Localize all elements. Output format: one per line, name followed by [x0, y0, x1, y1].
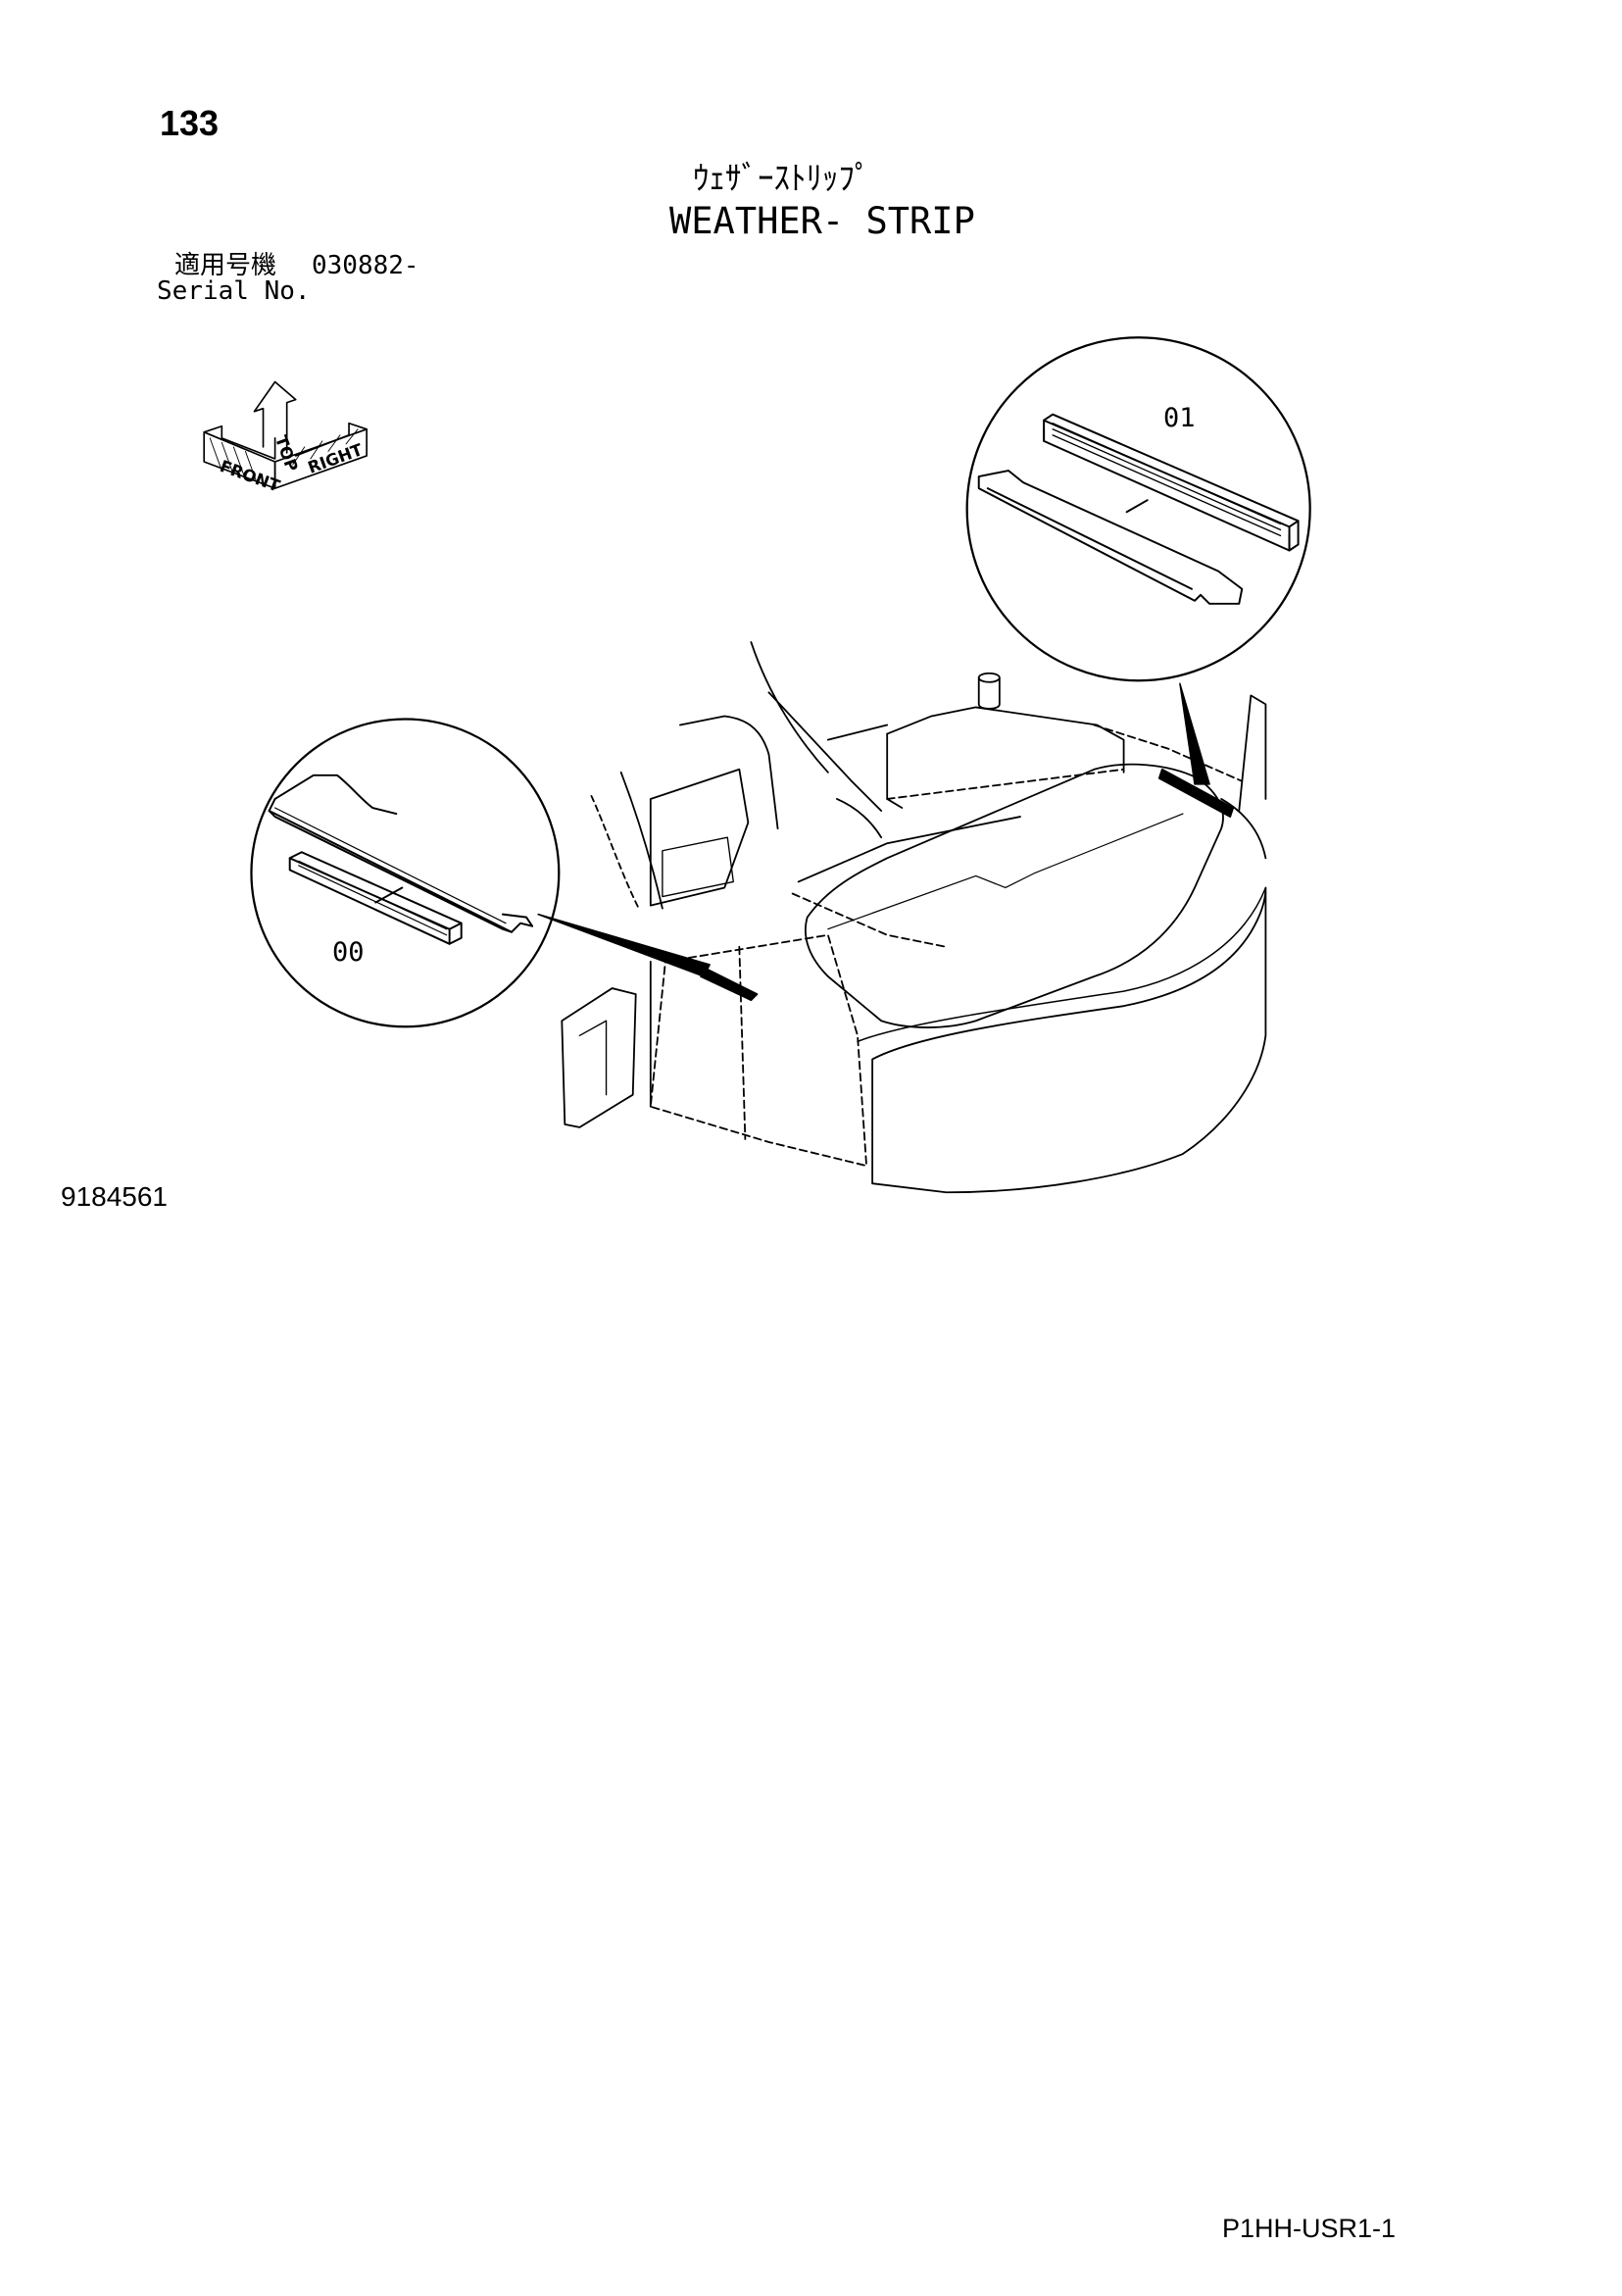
callout-label-00: 00: [332, 937, 365, 968]
leader-01: [1125, 499, 1149, 514]
orientation-label-right: RIGHT: [306, 440, 366, 477]
pointer-01: [1179, 682, 1210, 785]
machine-body: [561, 641, 1267, 1194]
drawing-number: 9184561: [61, 1181, 169, 1212]
detail-circle-01: [965, 336, 1311, 682]
detail-circle-00: [250, 718, 561, 1028]
leader-00: [374, 886, 404, 904]
callout-label-01: 01: [1163, 403, 1196, 433]
page-number: 133: [160, 103, 220, 143]
serial-value: 030882-: [312, 251, 419, 280]
title-japanese: ｳｪｻﾞｰｽﾄﾘｯﾌﾟ: [693, 159, 871, 197]
orientation-label-front: FRONT: [218, 457, 283, 496]
orientation-hatching: [209, 428, 359, 485]
orientation-front-arrow: [203, 424, 276, 460]
page-code: P1HH-USR1-1: [1222, 2214, 1397, 2243]
orientation-right-arrow: [294, 422, 368, 457]
serial-label-english: Serial No.: [157, 276, 311, 306]
serial-label-japanese: 適用号機: [174, 251, 277, 280]
pointer-00: [537, 913, 711, 977]
orientation-top-arrow: [253, 380, 297, 454]
orientation-icon: FRONT TOP RIGHT: [203, 380, 368, 496]
title-english: WEATHER- STRIP: [669, 200, 975, 242]
